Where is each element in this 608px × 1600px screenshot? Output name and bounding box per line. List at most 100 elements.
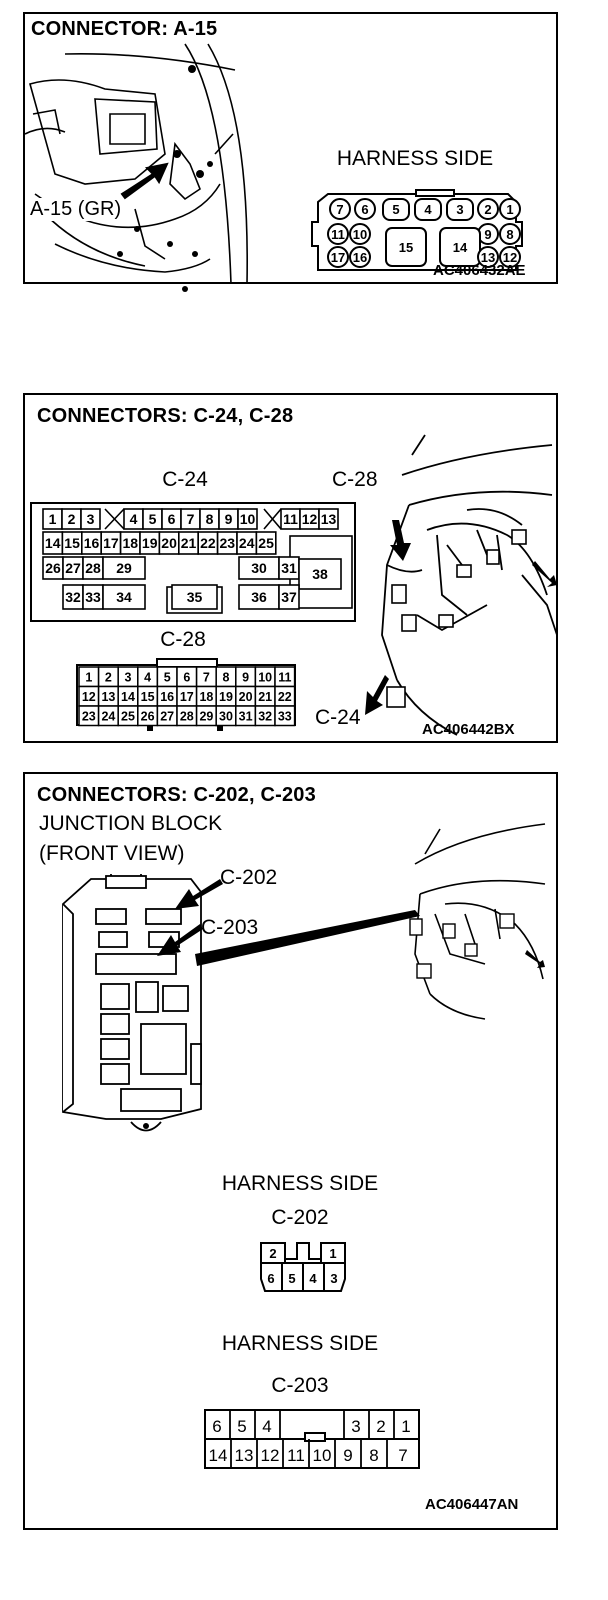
pin-1: 1 [329, 1246, 336, 1261]
pin-label: 28 [180, 710, 194, 724]
pin-24: 24 [236, 531, 258, 555]
pin-label: 5 [237, 1417, 246, 1436]
pin-label: 4 [309, 1271, 317, 1286]
pin-label: 9 [343, 1446, 352, 1465]
photo-c24-label: C-24 [315, 706, 361, 729]
pin-label: 30 [219, 710, 233, 724]
pin-label: 18 [123, 535, 139, 551]
pin-5: 5 [237, 1417, 246, 1436]
dashboard-harness-illustration [365, 434, 558, 736]
panel-title: CONNECTOR: A-15 [31, 18, 218, 40]
pin-label: 11 [278, 671, 291, 685]
pin-18: 18 [195, 685, 217, 707]
pin-8: 8 [215, 666, 237, 688]
pin-19: 19 [215, 685, 237, 707]
pin-12: 12 [499, 246, 521, 268]
pin-7: 7 [398, 1446, 407, 1465]
pin-32: 32 [62, 584, 84, 610]
pin-3: 3 [351, 1417, 360, 1436]
dashboard-harness-illustration [409, 823, 546, 1020]
pin-15: 15 [61, 531, 83, 555]
pin-label: 10 [313, 1446, 332, 1465]
pin-4: 4 [309, 1271, 317, 1286]
pin-label: 1 [506, 202, 513, 217]
pin-label: 24 [101, 710, 115, 724]
pin-label: 5 [164, 671, 171, 685]
pin-label: 1 [329, 1246, 336, 1261]
pin-2: 2 [269, 1246, 276, 1261]
pin-28: 28 [82, 556, 104, 580]
pin-label: 4 [424, 202, 432, 217]
pin-9: 9 [343, 1446, 352, 1465]
pin-label: 27 [160, 710, 174, 724]
pin-28: 28 [176, 705, 198, 727]
pin-label: 6 [212, 1417, 221, 1436]
pin-30: 30 [215, 705, 237, 727]
panel-title: CONNECTORS: C-202, C-203 [37, 784, 316, 806]
c28-label: C-28 [160, 628, 206, 651]
harness-side-label-1: HARNESS SIDE [221, 1172, 379, 1195]
pin-label: 25 [121, 710, 135, 724]
pin-label: 19 [142, 535, 158, 551]
pin-31: 31 [278, 556, 300, 580]
pin-label: 16 [160, 690, 174, 704]
location-label: A-15 (GR) [30, 198, 122, 221]
pin-label: 32 [258, 710, 272, 724]
pin-14: 14 [209, 1446, 228, 1465]
pin-label: 2 [376, 1417, 385, 1436]
pin-label: 12 [503, 250, 517, 265]
pin-2: 2 [376, 1417, 385, 1436]
pin-label: 12 [82, 690, 96, 704]
pin-1: 1 [401, 1417, 410, 1436]
pin-label: 26 [141, 710, 155, 724]
pin-12: 12 [299, 508, 320, 530]
pin-label: 29 [199, 710, 213, 724]
pin-label: 17 [103, 535, 119, 551]
pin-label: 13 [481, 250, 495, 265]
pin-16: 16 [80, 531, 102, 555]
pin-label: 14 [121, 690, 135, 704]
pin-8: 8 [369, 1446, 378, 1465]
pin-label: 37 [281, 589, 297, 605]
pin-10: 10 [254, 666, 276, 688]
pin-label: 17 [331, 250, 345, 265]
pin-label: 33 [85, 589, 101, 605]
pin-23: 23 [78, 705, 100, 727]
pin-label: 19 [219, 690, 233, 704]
pin-label: 2 [484, 202, 491, 217]
pin-14: 14 [42, 531, 64, 555]
pin-25: 25 [255, 531, 277, 555]
pin-label: 3 [330, 1271, 337, 1286]
pin-label: 12 [302, 511, 318, 527]
pin-label: 15 [64, 535, 80, 551]
pin-14: 14 [117, 685, 139, 707]
pin-2: 2 [97, 666, 119, 688]
pin-33: 33 [82, 584, 104, 610]
pin-label: 26 [45, 560, 61, 576]
pin-label: 2 [105, 671, 112, 685]
pin-label: 11 [331, 227, 345, 242]
figure-code: AC406447AN [425, 1496, 519, 1513]
pin-14: 14 [439, 227, 481, 267]
figure-code: AC406432AE [433, 262, 526, 279]
pin-label: 11 [283, 511, 298, 527]
pin-label: 8 [223, 671, 230, 685]
pin-7: 7 [180, 508, 201, 530]
pin-8: 8 [499, 223, 521, 245]
pin-label: 4 [144, 671, 151, 685]
pin-36: 36 [238, 584, 280, 610]
pin-2: 2 [477, 198, 499, 220]
pin-label: 1 [49, 511, 57, 527]
pin-label: 8 [369, 1446, 378, 1465]
pin-label: 9 [242, 671, 249, 685]
pin-label: 10 [240, 511, 256, 527]
pin-label: 13 [235, 1446, 254, 1465]
pin-label: 6 [168, 511, 176, 527]
pin-label: 5 [149, 511, 157, 527]
pin-label: 3 [87, 511, 95, 527]
